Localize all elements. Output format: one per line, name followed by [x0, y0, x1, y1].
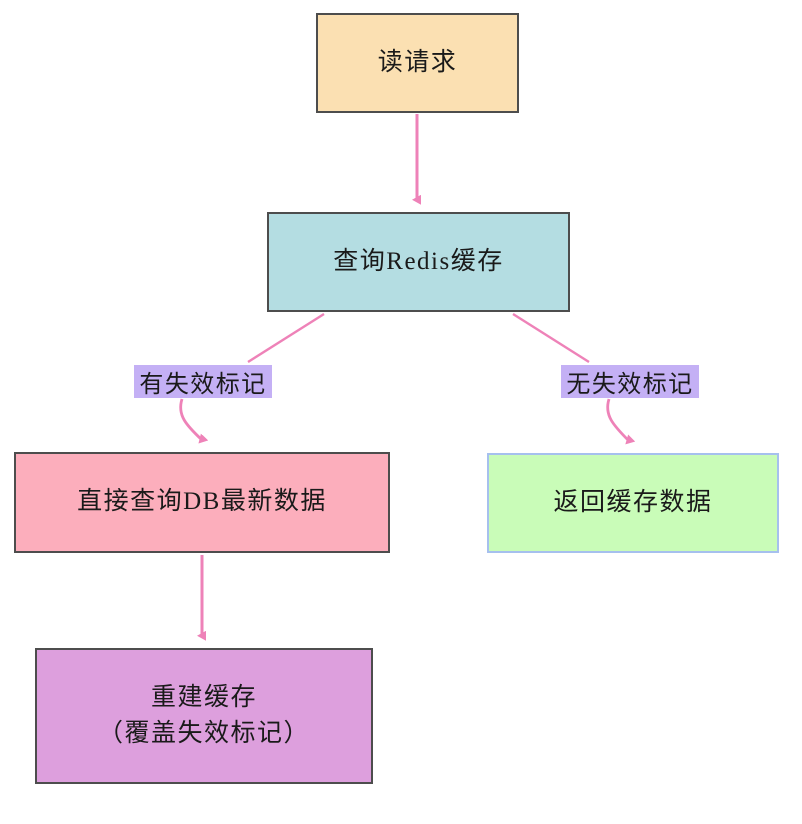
node-query-db-latest-data[interactable]: 直接查询DB最新数据	[14, 452, 390, 553]
node-read-request[interactable]: 读请求	[316, 13, 519, 113]
edge-no-flag-to-return-cache	[606, 398, 636, 445]
node-rebuild-cache[interactable]: 重建缓存 （覆盖失效标记）	[35, 648, 373, 784]
edge-has-flag-to-query-db	[179, 398, 209, 444]
node-return-cached-data[interactable]: 返回缓存数据	[487, 453, 779, 553]
node-query-redis[interactable]: 查询Redis缓存	[267, 212, 570, 312]
edge-redis-to-no-flag-label	[512, 312, 590, 364]
edge-redis-to-has-flag-label	[247, 312, 325, 364]
edge-label-has-invalidation-flag: 有失效标记	[134, 365, 272, 398]
edge-label-no-invalidation-flag: 无失效标记	[561, 365, 699, 398]
